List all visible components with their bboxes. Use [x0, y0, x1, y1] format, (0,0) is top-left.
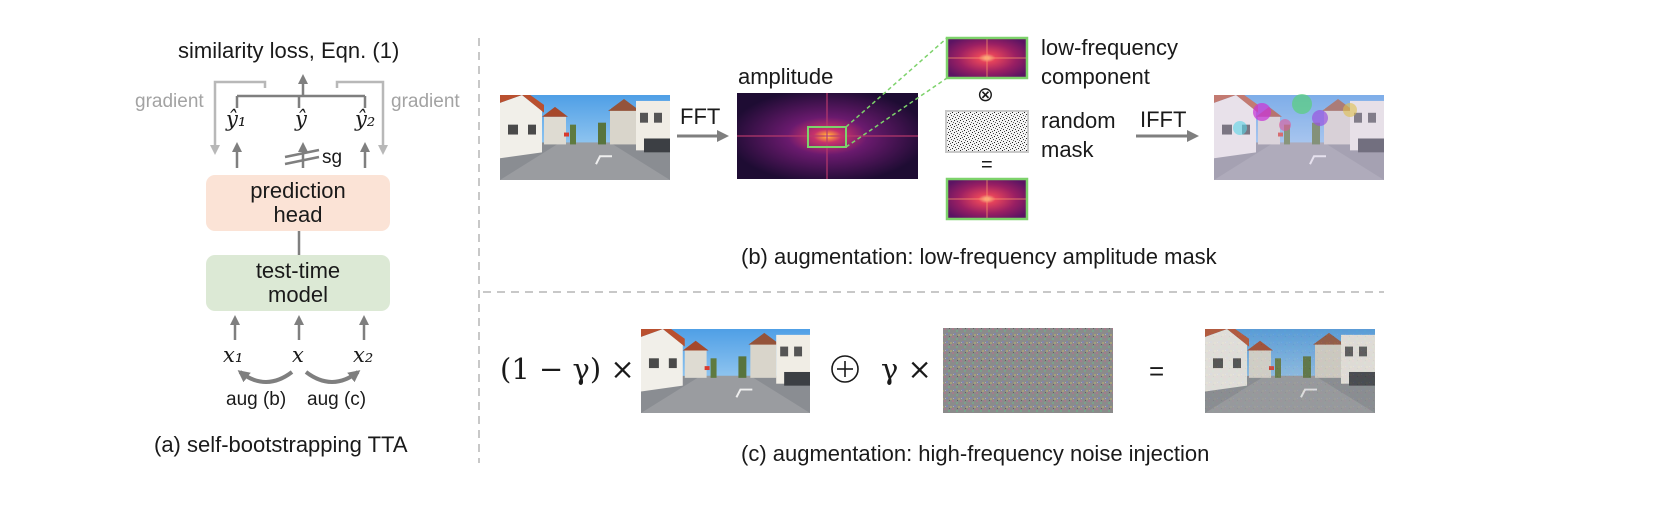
prediction-head-label-line1: prediction [250, 178, 346, 203]
gaussian-noise-image [943, 328, 1113, 413]
augmented-output-image-b [1214, 94, 1384, 180]
gradient-label-right: gradient [391, 91, 460, 112]
aug-b-label: aug (b) [226, 389, 287, 410]
masked-component-image [945, 177, 1029, 221]
caption-a: (a) self-bootstrapping TTA [154, 432, 408, 457]
loss-label: similarity loss, Eqn. (1) [178, 38, 400, 63]
equals-symbol-b: = [981, 154, 993, 176]
augmented-output-image-c [1205, 329, 1375, 413]
x: x [292, 343, 304, 367]
caption-c: (c) augmentation: high-frequency noise i… [741, 441, 1210, 466]
y-hat-2: ŷ₂ [355, 107, 376, 131]
x-2: x₂ [353, 343, 374, 367]
test-time-model-box: test-time model [206, 255, 390, 311]
amplitude-label: amplitude [738, 64, 834, 89]
random-mask-label: random mask [1041, 108, 1116, 162]
low-frequency-label: low-frequency component [1041, 35, 1178, 89]
sg-mark [284, 148, 320, 159]
stop-gradient-label: sg [322, 147, 343, 168]
ifft-label: IFFT [1140, 107, 1187, 132]
test-time-model-label-line1: test-time [255, 258, 341, 283]
term-one-minus-gamma: (1 − γ) × [500, 352, 635, 386]
gradient-label-left: gradient [135, 91, 204, 112]
prediction-head-box: prediction head [206, 175, 390, 231]
prediction-head-label-line2: head [273, 202, 323, 227]
y-hat: ŷ [295, 107, 307, 131]
random-mask-image [945, 110, 1029, 153]
input-street-image-b [500, 89, 670, 180]
equals-symbol-c: = [1149, 356, 1165, 386]
input-street-image-c [641, 323, 810, 413]
oplus-symbol [831, 355, 859, 383]
gradient-arrow-right [335, 80, 388, 155]
x-1: x₁ [223, 343, 244, 367]
term-gamma: γ × [881, 352, 932, 386]
aug-b-arrow [237, 370, 294, 384]
low-freq-highlight [807, 126, 847, 148]
low-frequency-component-image [945, 36, 1029, 80]
fft-label: FFT [680, 104, 721, 129]
gradient-arrow-left [210, 80, 267, 155]
zoom-line-top [845, 37, 948, 128]
zoom-line-bottom [845, 77, 948, 148]
aug-c-label: aug (c) [307, 389, 367, 410]
otimes-symbol: ⊗ [977, 82, 994, 106]
amplitude-spectrum [737, 93, 918, 179]
caption-b: (b) augmentation: low-frequency amplitud… [741, 244, 1217, 269]
y-hat-1: ŷ₁ [226, 107, 247, 131]
test-time-model-label-line2: model [268, 282, 328, 307]
aug-c-arrow [304, 370, 361, 384]
